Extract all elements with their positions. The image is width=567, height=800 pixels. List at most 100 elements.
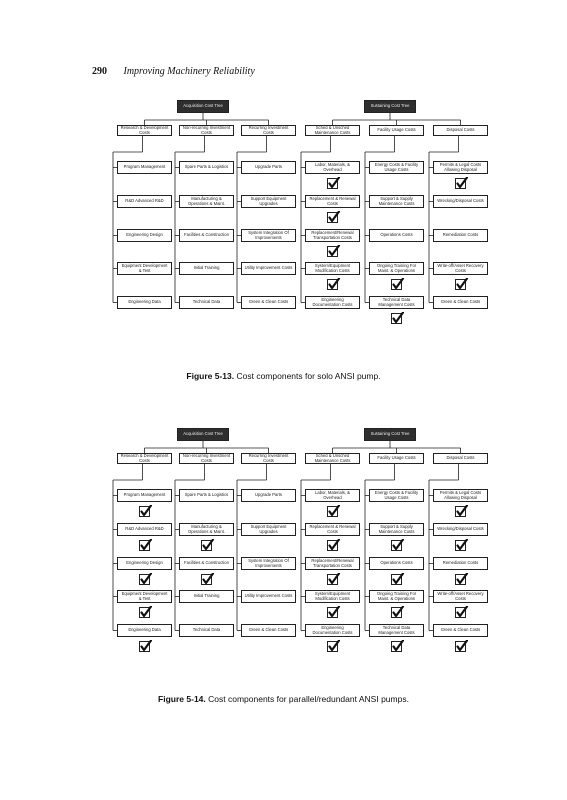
cost-component-box: Labor, Materials, & Overhead (305, 161, 360, 174)
cost-component-box-label: Technical Data Management Costs (378, 296, 415, 307)
cost-category-header: Facility Usage Costs (369, 453, 424, 464)
checkmark-icon (326, 606, 340, 618)
cost-component-box-label: Replacement & Renewal Costs (309, 523, 356, 534)
cost-component-box: Upgrade Parts (241, 161, 296, 174)
sustaining-cost-tree: Sustaining Cost Tree (364, 428, 416, 441)
cost-component-box: Replacement/Renewal Transportation Costs (305, 557, 360, 570)
checkmark-icon (454, 505, 468, 517)
cost-category-header: Sched & Unsched Maintenance Costs (305, 125, 360, 136)
figure-label: Figure 5-14. (158, 694, 206, 704)
cost-component-box-label: Manufacturing & Operations & Maint. (187, 523, 225, 534)
cost-component-box-label: Manufacturing & Operations & Maint. (187, 195, 225, 206)
cost-category-header: Disposal Costs (433, 453, 488, 464)
cost-component-box-label: Labor, Materials, & Overhead (315, 489, 350, 500)
cost-component-box-label: Support Equipment Upgrades (250, 523, 287, 534)
cost-component-box-label: Remediation Costs (442, 560, 479, 566)
checkmark-icon (390, 640, 404, 652)
cost-component-box-label: Program Management (123, 492, 166, 498)
cost-component-box-label: Engineering Design (126, 232, 163, 238)
cost-component-box-label: Technical Data (192, 627, 221, 633)
cost-component-box-label: System/Equipment Modification Costs (314, 590, 351, 601)
cost-component-box: Support Equipment Upgrades (241, 195, 296, 208)
cost-component-box-label: Wrecking/Disposal Costs (437, 198, 484, 204)
cost-component-box-label: Ongoing Training For Maint. & Operations (376, 262, 417, 273)
cost-component-box: Technical Data Management Costs (369, 296, 424, 309)
cost-component-box-label: Labor, Materials, & Overhead (315, 161, 350, 172)
cost-component-box-label: Utility Improvement Costs (244, 593, 293, 599)
cost-component-box-label: Remediation Costs (442, 232, 479, 238)
cost-component-box: Green & Clean Costs (433, 624, 488, 637)
cost-component-box: Operations Costs (369, 557, 424, 570)
cost-category-header-label: Disposal Costs (446, 455, 475, 461)
cost-component-box-label: Permits & Legal Costs Allowing Disposal (439, 489, 482, 500)
cost-category-header-label: Recurring Investment Costs (248, 452, 289, 463)
cost-component-box: Write-off/Asset Recovery Costs (433, 590, 488, 603)
acquisition-cost-tree-label: Acquisition Cost Tree (183, 431, 223, 437)
cost-component-box: Program Management (117, 161, 172, 174)
cost-component-box-label: Support & Supply Maintenance Costs (378, 195, 415, 206)
cost-category-header: Recurring Investment Costs (241, 125, 296, 136)
checkmark-icon (326, 211, 340, 223)
cost-component-box-label: Facilities & Construction (184, 560, 229, 566)
cost-component-box-label: Ongoing Training For Maint. & Operations (376, 590, 417, 601)
cost-component-box: Replacement & Renewal Costs (305, 523, 360, 536)
cost-component-box: Green & Clean Costs (433, 296, 488, 309)
checkmark-icon (454, 539, 468, 551)
checkmark-icon (138, 539, 152, 551)
cost-component-box-label: Green & Clean Costs (440, 627, 481, 633)
cost-category-header-label: Disposal Costs (446, 127, 475, 133)
cost-component-box: Engineering Data (117, 624, 172, 637)
cost-component-box: Manufacturing & Operations & Maint. (179, 523, 234, 536)
cost-component-box: Technical Data (179, 296, 234, 309)
figure-caption-text: Cost components for parallel/redundant A… (208, 694, 409, 704)
sustaining-cost-tree-label: Sustaining Cost Tree (370, 431, 410, 437)
checkmark-icon (138, 505, 152, 517)
cost-category-header: Facility Usage Costs (369, 125, 424, 136)
tree-connectors (112, 113, 461, 303)
figure-caption-text: Cost components for solo ANSI pump. (236, 371, 381, 381)
cost-component-box-label: Operations Costs (380, 560, 413, 566)
cost-component-box: Replacement/Renewal Transportation Costs (305, 229, 360, 242)
cost-component-box: System/Equipment Modification Costs (305, 262, 360, 275)
cost-component-box: Support & Supply Maintenance Costs (369, 523, 424, 536)
cost-component-box-label: Initial Training (193, 265, 220, 271)
cost-component-box: Engineering Data (117, 296, 172, 309)
cost-component-box: Equipment Development & Test (117, 590, 172, 603)
cost-component-box: Ongoing Training For Maint. & Operations (369, 590, 424, 603)
checkmark-icon (454, 177, 468, 189)
figure-5-13-caption: Figure 5-13. Cost components for solo AN… (0, 371, 567, 381)
cost-component-box-label: Replacement & Renewal Costs (309, 195, 356, 206)
cost-component-box: Remediation Costs (433, 557, 488, 570)
cost-component-box: Ongoing Training For Maint. & Operations (369, 262, 424, 275)
checkmark-icon (454, 606, 468, 618)
cost-component-box: Write-off/Asset Recovery Costs (433, 262, 488, 275)
cost-component-box: Utility Improvement Costs (241, 590, 296, 603)
cost-component-box-label: Facilities & Construction (184, 232, 229, 238)
checkmark-icon (390, 312, 404, 324)
cost-component-box: Engineering Documentation Costs (305, 624, 360, 637)
acquisition-cost-tree: Acquisition Cost Tree (177, 428, 229, 441)
figure-label: Figure 5-13. (186, 371, 235, 381)
cost-component-box: Equipment Development & Test (117, 262, 172, 275)
cost-category-header: Sched & Unsched Maintenance Costs (305, 453, 360, 464)
cost-component-box: Manufacturing & Operations & Maint. (179, 195, 234, 208)
checkmark-icon (326, 640, 340, 652)
cost-component-box: Operations Costs (369, 229, 424, 242)
checkmark-icon (326, 505, 340, 517)
cost-component-box-label: Operations Costs (380, 232, 413, 238)
cost-component-box: Engineering Design (117, 229, 172, 242)
figure-5-14-caption: Figure 5-14. Cost components for paralle… (0, 694, 567, 704)
cost-component-box: Program Management (117, 489, 172, 502)
checkmark-icon (138, 573, 152, 585)
cost-component-box: System Integration Of Improvements (241, 557, 296, 570)
cost-component-box: Initial Training (179, 590, 234, 603)
cost-component-box-label: System Integration Of Improvements (248, 229, 289, 240)
cost-component-box: Facilities & Construction (179, 557, 234, 570)
cost-component-box-label: Replacement/Renewal Transportation Costs (311, 557, 354, 568)
cost-category-header-label: Research & Development Costs (120, 124, 169, 135)
checkmark-icon (138, 606, 152, 618)
checkmark-icon (200, 573, 214, 585)
cost-component-box-label: Wrecking/Disposal Costs (437, 526, 484, 532)
cost-component-box-label: Technical Data Management Costs (378, 624, 415, 635)
